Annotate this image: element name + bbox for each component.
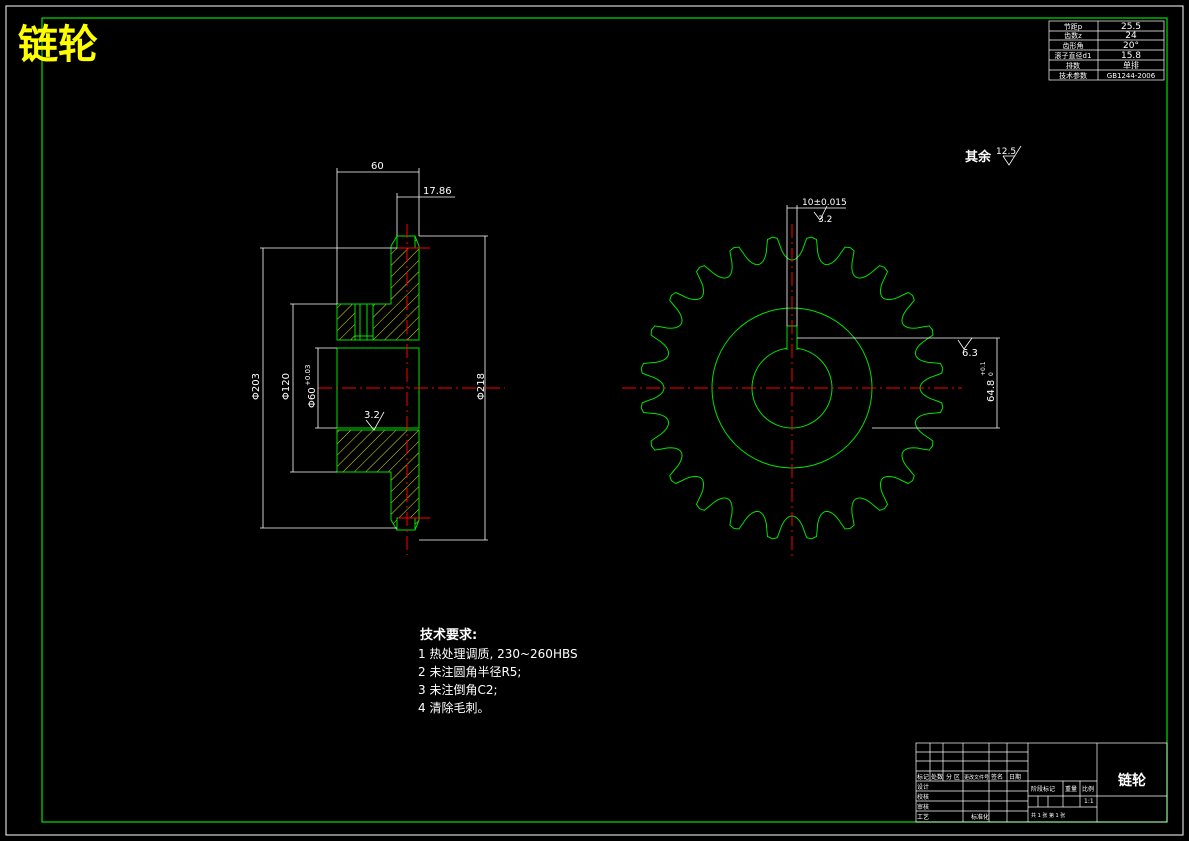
- tb-label: 分 区: [946, 773, 960, 781]
- outer-frame: [5, 5, 1184, 836]
- tb-left-label: 审核: [917, 803, 929, 811]
- section-dimensions: 60 17.86 Φ203 Φ120 Φ60 +0.03 Φ218 3.2: [251, 161, 488, 541]
- bore-roughness: 3.2: [364, 410, 380, 421]
- section-view: [318, 224, 505, 555]
- dim-width: 60: [371, 161, 384, 172]
- tb-scale-value: 1:1: [1084, 798, 1094, 805]
- dim-keyway-width: 10±0.015: [802, 198, 847, 208]
- front-view: [622, 224, 962, 560]
- roughness-label: 其余: [965, 149, 992, 165]
- roughness-symbol-icon: [365, 411, 385, 431]
- tb-part-name: 链轮: [1118, 772, 1146, 789]
- dim-outer-dia: Φ203: [251, 373, 262, 400]
- tb-left-label: 工艺: [917, 813, 929, 821]
- param-label: 齿数z: [1064, 31, 1082, 40]
- title-block: 标记 处数 分 区 更改文件号 签名 日期 设计 校核 审核 工艺 标准化 阶段…: [915, 742, 1168, 823]
- param-label: 技术参数: [1059, 71, 1087, 80]
- param-label: 节距p: [1064, 23, 1083, 31]
- tb-stage-label: 阶段标记: [1031, 785, 1055, 793]
- tb-sheet-info: 共 1 张 第 1 张: [1031, 812, 1065, 819]
- tb-left-label: 校核: [917, 793, 929, 801]
- keyway-roughness: 3.2: [818, 215, 832, 225]
- tech-item: 4 清除毛刺。: [418, 700, 489, 715]
- tb-scale-label: 比例: [1082, 785, 1094, 793]
- param-label: 排数: [1066, 61, 1080, 70]
- tech-item: 3 未注倒角C2;: [418, 682, 498, 697]
- param-value: 15.8: [1121, 51, 1141, 61]
- tb-weight-label: 重量: [1065, 785, 1077, 793]
- tb-std-label: 标准化: [971, 813, 989, 821]
- key-roughness: 6.3: [962, 348, 978, 359]
- roughness-symbol-icon: [1002, 145, 1022, 166]
- tech-heading: 技术要求:: [420, 627, 477, 643]
- tb-label: 处数: [931, 773, 943, 781]
- dim-keyway-tol-upper: +0.1: [980, 361, 987, 376]
- tb-label: 更改文件号: [964, 774, 989, 781]
- dim-keyway-tol-lower: 0: [988, 372, 995, 376]
- roughness-value: 12.5: [996, 147, 1016, 157]
- tb-left-label: 设计: [917, 783, 929, 791]
- front-dimensions: 10±0.015 3.2 64.8 +0.1 0 6.3: [786, 198, 1000, 429]
- param-value: GB1244-2006: [1107, 72, 1156, 80]
- tb-label: 标记: [917, 773, 929, 781]
- tb-label: 签名: [991, 773, 1003, 781]
- tb-label: 日期: [1009, 773, 1021, 781]
- tech-requirements: 技术要求: 1 热处理调质, 230~260HBS 2 未注圆角半径R5; 3 …: [418, 627, 578, 715]
- dim-tooth-width: 17.86: [423, 186, 452, 197]
- dim-hub-dia: Φ120: [281, 373, 292, 400]
- roughness-symbol-icon: [813, 205, 828, 221]
- param-value: 单排: [1123, 60, 1139, 70]
- parameter-table: 节距p 25.5 齿数z 24 齿形角 20° 滚子直径d1 15.8 排数 单…: [1048, 20, 1165, 81]
- tech-item: 1 热处理调质, 230~260HBS: [418, 647, 578, 661]
- roughness-symbol-icon: [957, 337, 973, 350]
- param-label: 齿形角: [1063, 41, 1084, 50]
- param-value: 20°: [1123, 41, 1139, 51]
- tech-item: 2 未注圆角半径R5;: [418, 664, 521, 679]
- roughness-note: 其余 12.5: [965, 145, 1022, 166]
- dim-bore-tol: +0.03: [304, 365, 312, 386]
- dim-tip-dia: Φ218: [476, 373, 487, 400]
- inner-frame: [41, 17, 1168, 823]
- param-value: 24: [1125, 31, 1137, 41]
- dim-keyway-depth: 64.8: [986, 380, 997, 402]
- dim-bore-dia: Φ60: [307, 387, 318, 408]
- drawing-title: 链轮: [18, 22, 98, 68]
- param-value: 25.5: [1121, 22, 1141, 32]
- param-label: 滚子直径d1: [1055, 51, 1092, 60]
